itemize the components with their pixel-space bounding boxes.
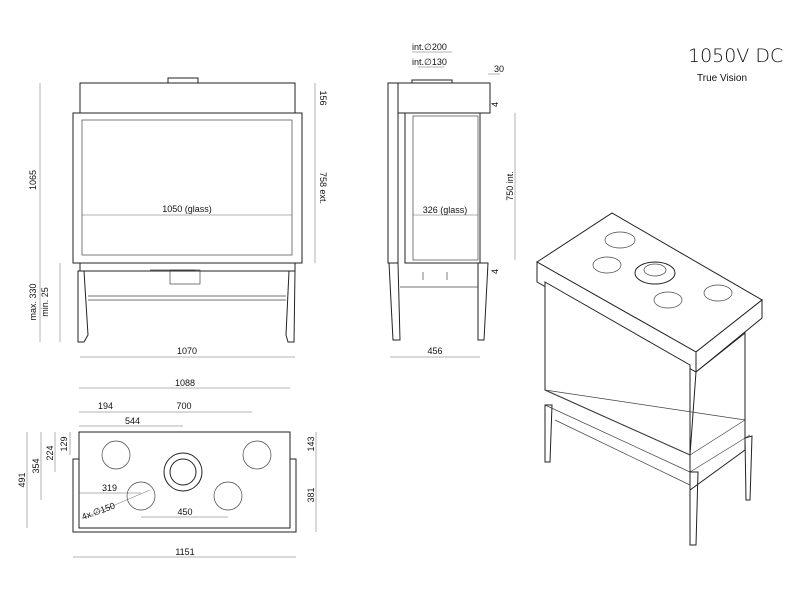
d143-label: 143 [306,436,316,451]
model-title: 1050V DC [688,45,783,67]
d224-label: 224 [45,445,55,460]
offset-label: 30 [494,64,504,74]
d381-label: 381 [306,487,316,502]
d319-label: 319 [102,483,117,493]
top-panel-label: 156 [318,90,328,105]
hole-offset-label: 194 [98,401,113,411]
flue-offset-label: 544 [125,416,140,426]
gap-bottom-label: 4 [490,269,500,274]
side-view: int.∅200 int.∅130 30 4 750 int. 326 (gla… [387,42,516,358]
overall-width-label: 1088 [175,378,195,388]
depth-total-label: 491 [17,472,27,487]
d129-label: 129 [59,436,69,451]
flue-outer-label: int.∅200 [412,42,447,52]
leg-min-label: min. 25 [40,287,50,317]
d450-label: 450 [177,507,192,517]
model-subtitle: True Vision [697,73,747,84]
glass-width-label: 1050 (glass) [162,204,212,214]
hole-spacing-label: 700 [176,401,191,411]
isometric-view [536,212,763,546]
side-glass-label: 326 (glass) [423,205,468,215]
gap-top-label: 4 [490,102,500,107]
d354-label: 354 [31,458,41,473]
depth-label: 456 [427,346,442,356]
flue-inner-label: int.∅130 [412,57,447,67]
inner-height-label: 750 int. [505,171,515,201]
frame-height-label: 758 ext. [318,172,328,204]
front-height-label: 1065 [28,170,38,190]
front-width-label: 1070 [177,346,197,356]
leg-max-label: max. 330 [28,283,38,320]
front-view: 1065 156 758 ext. 1050 (glass) max. 330 … [28,77,328,358]
top-view: 1088 194 700 544 129 224 354 491 143 381… [17,378,317,558]
outer-width-label: 1151 [175,547,194,557]
